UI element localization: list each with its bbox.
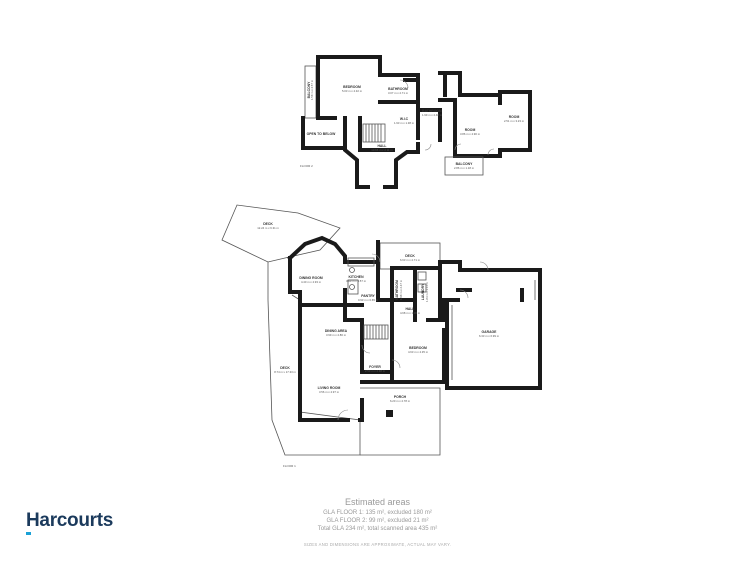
room-dims: 1.99 m x 2.48 m xyxy=(422,113,443,117)
deck-top-area xyxy=(221,204,341,263)
room-dims: 4.63 m x 4.35 m xyxy=(408,350,429,354)
room-dims: 6.33 m x 6.99 m xyxy=(479,334,500,338)
room-name: BEDROOM xyxy=(343,85,361,89)
room-name: BATHROOM xyxy=(422,109,442,113)
estimate-floor1: GLA FLOOR 1: 135 m², excluded 180 m² xyxy=(323,510,432,516)
room-name: DECK xyxy=(263,222,273,226)
room-name: BALCONY xyxy=(307,81,311,99)
estimate-floor2: GLA FLOOR 2: 99 m², excluded 21 m² xyxy=(326,518,429,524)
room-dims: 3.99 m x 2.86 m xyxy=(326,333,347,337)
room-name: LIVING ROOM xyxy=(318,386,341,390)
room-name: DINING AREA xyxy=(325,329,348,333)
stairs-upper xyxy=(362,123,386,143)
estimate-total: Total GLA 234 m², total scanned area 435… xyxy=(317,526,438,532)
floor2-plan: BALCONY 1.58 m x 4.57 m BEDROOM 5.03 m x… xyxy=(300,55,532,189)
floor2-room-labels: BALCONY 1.58 m x 4.57 m BEDROOM 5.03 m x… xyxy=(307,79,525,170)
room-dims: 2.51 m x 3.23 m xyxy=(504,119,525,123)
porch-area xyxy=(360,387,441,456)
room-dims: 6.20 m x 2.78 m xyxy=(390,399,411,403)
room-dims: 4.68 m x 1.06 m xyxy=(400,311,421,315)
room-name: ROOM xyxy=(509,115,520,119)
room-dims: 3.99 m x 4.57 m xyxy=(346,279,367,283)
room-name: BALCONY xyxy=(456,162,474,166)
room-name: BATHROOM xyxy=(388,87,408,91)
room-dims: 8.74 m x 17.33 m xyxy=(274,370,296,374)
room-dims: 12.24 m x 6.31 m xyxy=(257,226,279,230)
room-dims: 2.86 m x 1.18 m xyxy=(454,166,475,170)
room-dims: 1.84 m x 3.11 m xyxy=(425,281,429,302)
room-name: HALL xyxy=(377,144,386,148)
room-dims: 3.86 m x 4.90 m xyxy=(460,132,481,136)
room-dims: 6.63 m x 2.71 m xyxy=(400,258,421,262)
room-name: ROOM xyxy=(465,128,476,132)
room-name: FOYER xyxy=(369,365,381,369)
room-dims: 0.93 m x 0.65 m xyxy=(358,298,379,302)
room-name: DINING ROOM xyxy=(299,276,323,280)
room-dims: 1.93 m x 1.38 m xyxy=(394,121,415,125)
room-dims: 5.03 m x 4.32 m xyxy=(342,89,363,93)
floor1-label: FLOOR 1 xyxy=(283,464,296,468)
harcourts-logo: Harcourts xyxy=(26,510,114,531)
floor2-label: FLOOR 2 xyxy=(300,164,313,168)
room-dims: 4.40 m x 4.93 m xyxy=(301,280,322,284)
room-dims: 1.58 m x 4.57 m xyxy=(310,79,314,100)
estimated-areas: Estimated areas GLA FLOOR 1: 135 m², exc… xyxy=(300,497,455,533)
disclaimer: SIZES AND DIMENSIONS ARE APPROXIMATE, AC… xyxy=(303,542,452,547)
room-dims: 10.65 m x 2.11 m xyxy=(371,148,393,152)
estimate-title: Estimated areas xyxy=(344,497,411,507)
room-name: DECK xyxy=(405,254,415,258)
kitchen-counters xyxy=(347,257,375,295)
logo-accent-mark xyxy=(26,532,31,535)
room-name: LAUNDRY xyxy=(421,283,425,300)
room-name: DECK xyxy=(280,366,290,370)
room-dims: 3.56 m x 4.97 m xyxy=(319,390,340,394)
porch-post xyxy=(386,410,393,417)
balcony-bottom-area xyxy=(444,156,484,176)
room-name: HALL xyxy=(405,307,414,311)
room-name: PANTRY xyxy=(361,294,375,298)
room-name: GARAGE xyxy=(482,330,498,334)
floor1-plan: DECK 12.24 m x 6.31 m DINING ROOM 4.40 m… xyxy=(221,204,542,468)
room-name: BEDROOM xyxy=(409,346,427,350)
room-name: KITCHEN xyxy=(348,275,364,279)
room-name: BATHROOM xyxy=(395,280,399,300)
floor1-room-labels: DECK 12.24 m x 6.31 m DINING ROOM 4.40 m… xyxy=(257,222,499,403)
room-name: PORCH xyxy=(394,395,407,399)
laundry-fixtures xyxy=(417,271,427,293)
room-name: W.I.C xyxy=(400,117,409,121)
room-name: OPEN TO BELOW xyxy=(307,132,337,136)
stairs-lower xyxy=(363,324,389,340)
room-dims: 1.98 m x 2.47 m xyxy=(399,279,403,300)
room-dims: 2.53 m x 2.38 m xyxy=(365,369,386,373)
room-dims: 3.07 m x 2.71 m xyxy=(388,91,409,95)
